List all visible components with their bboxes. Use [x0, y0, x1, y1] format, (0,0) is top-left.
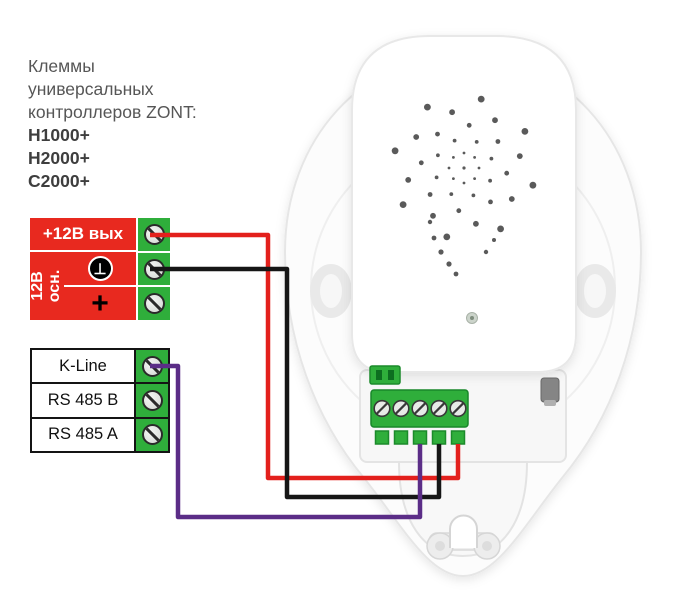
screw-terminal-icon [143, 258, 165, 280]
screw-terminal-icon [141, 355, 163, 377]
screw-cell [134, 350, 168, 383]
screw-cell [134, 384, 168, 417]
header-note: Клеммы универсальных контроллеров ZONT: … [28, 55, 197, 194]
controller-model: H2000+ [28, 148, 90, 169]
screw-cell [138, 218, 170, 253]
mounting-ear-left [310, 264, 352, 318]
comm-label: K-Line [59, 356, 107, 375]
siren-body [351, 35, 577, 373]
device-terminal-block [370, 389, 469, 445]
power-block-lower: 12В осн. ⊥ + [29, 252, 136, 320]
led-indicator [466, 312, 478, 324]
comm-row-rs485a: RS 485 A [32, 418, 168, 451]
power-terminal-block: +12В вых 12В осн. ⊥ + [29, 218, 170, 320]
wire-ports [374, 430, 466, 445]
comm-label: RS 485 B [47, 390, 119, 409]
screw-cell [138, 287, 170, 320]
controller-model: C2000+ [28, 171, 90, 192]
header-line: контроллеров ZONT: [28, 102, 197, 123]
comm-row-rs485b: RS 485 B [32, 384, 168, 419]
plus-icon: + [91, 286, 109, 320]
mounting-ear-right [574, 264, 616, 318]
power-output-label: +12В вых [30, 218, 136, 252]
cable-clamp [426, 514, 501, 560]
screw-cell [138, 253, 170, 288]
screw-terminal-icon [143, 223, 165, 245]
aux-connector [369, 365, 401, 385]
comm-terminal-block: K-Line RS 485 B RS 485 A [30, 348, 170, 453]
plus-terminal-cell: + [64, 287, 136, 320]
power-side-label: 12В осн. [29, 269, 63, 303]
screw-cell [134, 418, 168, 451]
comm-label: RS 485 A [48, 425, 118, 444]
minus-terminal-cell: ⊥ [64, 252, 136, 287]
tamper-switch [540, 377, 560, 406]
screw-terminal-icon [143, 293, 165, 315]
controller-model: H1000+ [28, 125, 90, 146]
power-block-labels: +12В вых 12В осн. ⊥ + [29, 218, 136, 320]
screw-terminal-icon [141, 389, 163, 411]
header-line: Клеммы [28, 56, 95, 76]
screw-terminal-icon [141, 424, 163, 446]
comm-row-kline: K-Line [32, 350, 168, 385]
terminal-screws [373, 399, 467, 418]
header-line: универсальных [28, 79, 154, 100]
power-symbols: ⊥ + [64, 252, 136, 320]
power-screw-strip [136, 218, 170, 320]
ground-minus-icon: ⊥ [87, 256, 113, 281]
